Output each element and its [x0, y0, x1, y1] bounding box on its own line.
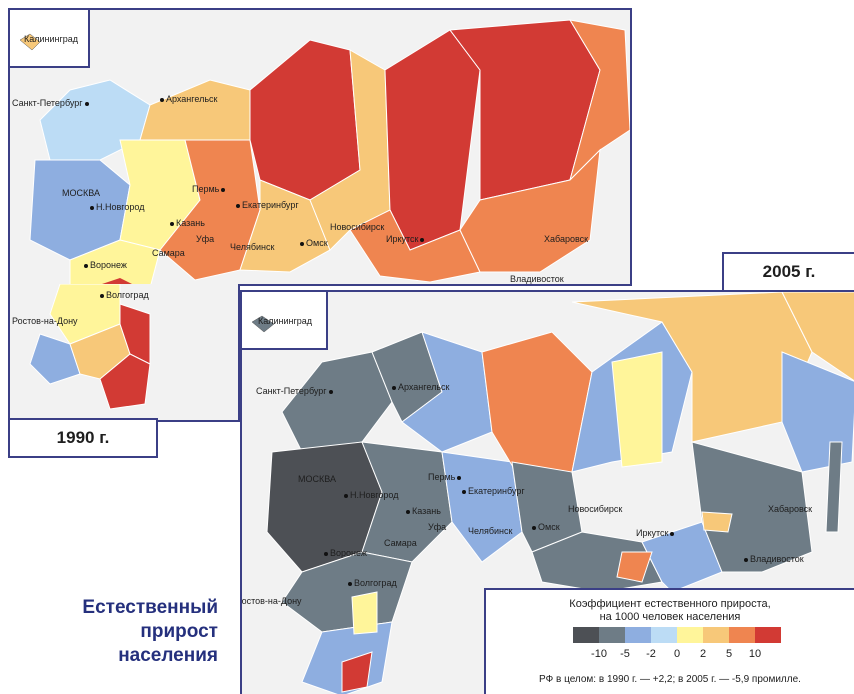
city-2005-rostov: Ростов-на-Дону — [240, 596, 302, 606]
legend-swatches — [573, 627, 781, 643]
region-2005-caucasus — [301, 621, 393, 694]
legend-note: РФ в целом: в 1990 г. — +2,2; в 2005 г. … — [539, 674, 801, 685]
inset-1990-kaliningrad: Калининград — [10, 10, 90, 68]
inset-2005-kaliningrad: Калининград — [242, 292, 328, 350]
region-2005-jewish — [701, 511, 733, 533]
year-label-2005: 2005 г. — [722, 252, 854, 292]
legend-ticks: -10 -5 -2 0 2 5 10 — [486, 648, 854, 662]
city-1990-perm: Пермь — [192, 184, 227, 194]
legend-title-line-1: Коэффициент естественного прироста, — [569, 598, 771, 610]
city-1990-spb: Санкт-Петербург — [12, 98, 91, 108]
city-1990-rostov: Ростов-на-Дону — [12, 316, 78, 326]
city-1990-khabarovsk: Хабаровск — [544, 234, 589, 244]
label-1990-kaliningrad: Калининград — [24, 34, 79, 44]
legend-title-line-2: на 1000 человек населения — [599, 611, 741, 623]
label-2005-kaliningrad: Калининград — [258, 316, 313, 326]
city-2005-ekaterinburg: Екатеринбург — [460, 486, 525, 496]
map-1990-regions — [10, 10, 630, 284]
region-1990-far-east — [459, 148, 601, 273]
legend-swatch-7 — [755, 627, 781, 643]
region-1990-dagestan — [99, 353, 151, 410]
year-label-1990: 1990 г. — [8, 418, 158, 458]
city-1990-kazan: Казань — [168, 218, 205, 228]
city-2005-omsk: Омск — [530, 522, 560, 532]
legend-tick-0: -10 — [591, 648, 607, 660]
legend-tick-5: 5 — [725, 648, 733, 660]
legend-tick-1: -5 — [620, 648, 630, 660]
city-1990-vladivostok: Владивосток — [510, 274, 564, 284]
city-2005-samara: Самара — [384, 538, 417, 548]
region-2005-evenkia — [611, 351, 663, 468]
city-1990-ufa: Уфа — [196, 234, 215, 244]
region-2005-urals — [441, 451, 523, 563]
legend-swatch-5 — [703, 627, 729, 643]
region-2005-chukotka — [781, 292, 854, 382]
title-line-1: Естественный — [82, 597, 218, 618]
legend-swatch-1 — [599, 627, 625, 643]
legend-tick-2: -2 — [646, 648, 656, 660]
region-1990-south — [69, 239, 161, 284]
city-2005-irkutsk: Иркутск — [636, 528, 676, 538]
city-2005-khabarovsk: Хабаровск — [768, 504, 813, 514]
city-2005-perm: Пермь — [428, 472, 463, 482]
region-1990-urals — [159, 139, 261, 281]
city-2005-voronezh: Воронеж — [322, 548, 367, 558]
city-1990-samara: Самара — [152, 248, 185, 258]
city-1990-ekaterinburg: Екатеринбург — [234, 200, 299, 210]
city-2005-vladivostok: Владивосток — [742, 554, 804, 564]
region-2005-tyva — [616, 551, 653, 583]
region-2005-dagestan — [341, 651, 373, 693]
city-1990-irkutsk: Иркутск — [386, 234, 426, 244]
legend-swatch-2 — [625, 627, 651, 643]
legend-swatch-0 — [573, 627, 599, 643]
title-line-2: прирост — [140, 621, 218, 642]
city-1990-arkhangelsk: Архангельск — [158, 94, 217, 104]
city-2005-spb: Санкт-Петербург — [256, 386, 335, 396]
city-2005-arkhangelsk: Архангельск — [390, 382, 449, 392]
city-2005-ufa: Уфа — [428, 522, 447, 532]
city-2005-nnovgorod: Н.Новгород — [342, 490, 398, 500]
region-1990-caucasus — [102, 278, 132, 284]
region-1990-krasnodar — [29, 333, 81, 385]
city-1990-omsk: Омск — [298, 238, 328, 248]
legend-swatch-3 — [651, 627, 677, 643]
city-1990-voronezh: Воронеж — [82, 260, 127, 270]
city-1990-moscow: МОСКВА — [62, 188, 100, 198]
legend-tick-3: 0 — [673, 648, 681, 660]
city-1990-chelyabinsk: Челябинск — [230, 242, 275, 252]
region-2005-irkutsk — [641, 521, 723, 593]
region-2005-kalmykia — [351, 591, 378, 635]
city-2005-novosibirsk: Новосибирск — [568, 504, 623, 514]
map-1990-south-regions — [10, 284, 238, 420]
city-2005-kazan: Казань — [404, 506, 441, 516]
city-1990-novosibirsk: Новосибирск — [330, 222, 385, 232]
legend-swatch-6 — [729, 627, 755, 643]
city-1990-nnovgorod: Н.Новгород — [88, 202, 144, 212]
page-title: Естественный прирост населения — [40, 596, 218, 668]
city-1990-volgograd: Волгоград — [98, 290, 149, 300]
legend-tick-4: 2 — [699, 648, 707, 660]
legend-swatch-4 — [677, 627, 703, 643]
city-2005-chelyabinsk: Челябинск — [468, 526, 513, 536]
map-1990[interactable]: Калининград Санкт-Петербург Архангельск … — [8, 8, 632, 286]
map-1990-south[interactable]: Волгоград Ростов-на-Дону — [8, 284, 240, 422]
region-2005-far-east — [691, 441, 813, 573]
title-line-3: населения — [118, 645, 218, 666]
legend: Коэффициент естественного прироста, на 1… — [484, 588, 854, 694]
city-2005-moscow: МОСКВА — [298, 474, 336, 484]
region-2005-sakhalin — [825, 441, 843, 533]
legend-title: Коэффициент естественного прироста, на 1… — [486, 598, 854, 624]
city-2005-volgograd: Волгоград — [346, 578, 397, 588]
legend-tick-6: 10 — [748, 648, 762, 660]
